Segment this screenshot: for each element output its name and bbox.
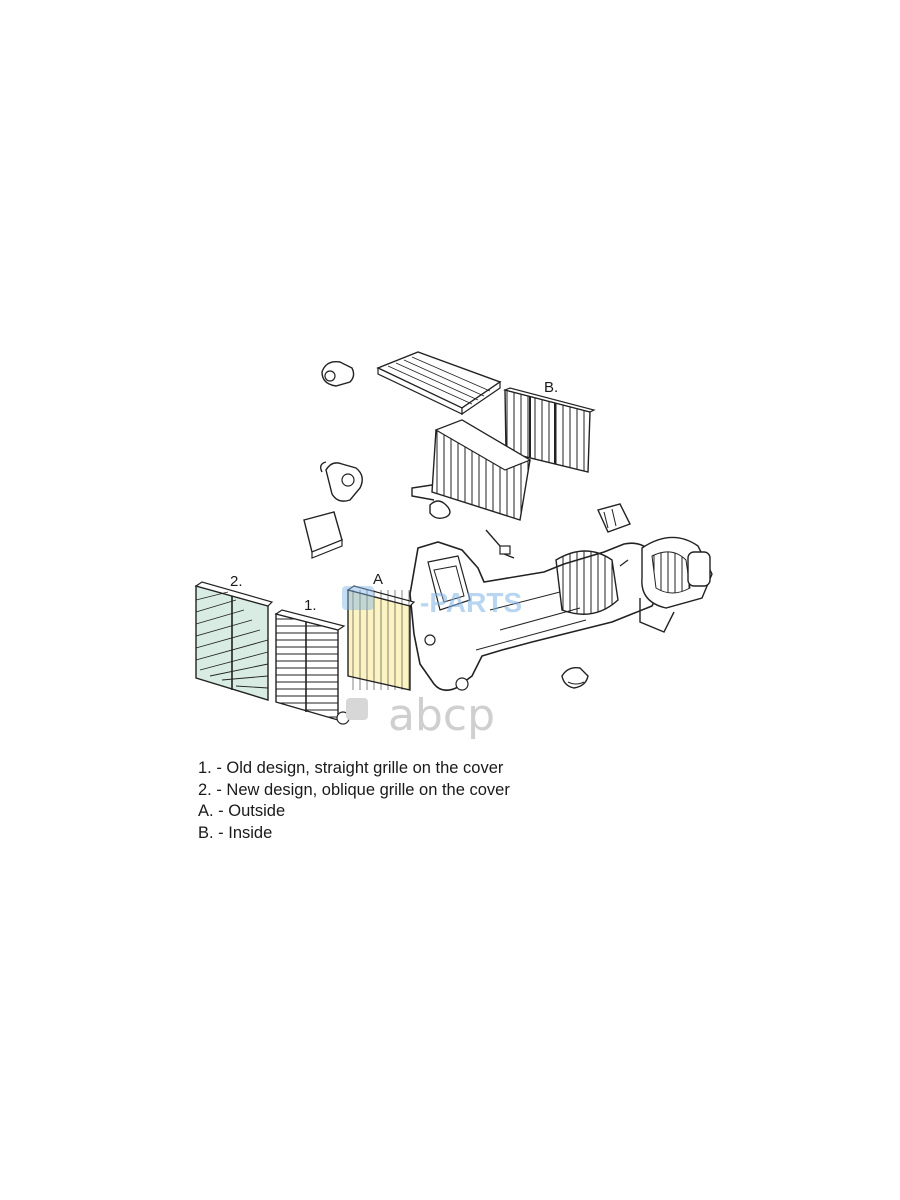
callout-2: 2. (230, 573, 243, 590)
parts-watermark-text: -PARTS (420, 587, 522, 618)
filter-b-inside (503, 387, 596, 473)
legend-item-1: 1. - Old design, straight grille on the … (198, 759, 504, 777)
top-cabin-filter (376, 351, 502, 416)
legend-item-2: 2. - New design, oblique grille on the c… (198, 780, 510, 799)
legend-item-b: B. - Inside (198, 823, 273, 842)
blower-motor (619, 536, 713, 633)
abcp-watermark-text: abcp (388, 690, 495, 741)
expansion-valve (321, 361, 355, 387)
sensor-plug (485, 529, 515, 559)
filter-a-outside (346, 585, 416, 691)
callout-a: A (373, 571, 383, 588)
small-actuator-bottom (561, 666, 589, 689)
actuator-motor-left (319, 461, 363, 502)
parts-watermark: -PARTS (342, 586, 522, 618)
callout-b: B. (544, 379, 558, 396)
abcp-watermark: abcp (346, 690, 495, 741)
evaporator-core (411, 419, 532, 521)
blower-resistor (597, 503, 631, 533)
hvac-housing (409, 541, 663, 692)
legend: 1. - Old design, straight grille on the … (198, 758, 510, 844)
legend-item-a: A. - Outside (198, 802, 286, 820)
filter-1-old-design (274, 609, 350, 725)
resistor-block (303, 511, 343, 559)
callout-1: 1. (304, 597, 317, 614)
filter-2-new-design (194, 581, 274, 701)
